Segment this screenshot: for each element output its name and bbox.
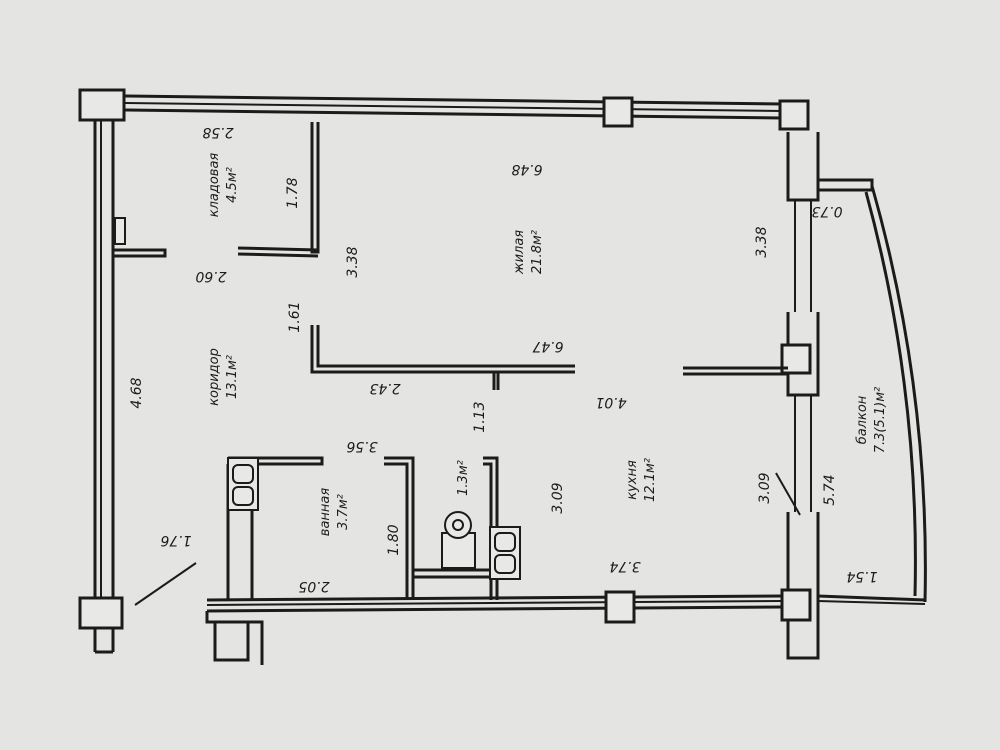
dimension-2-05: 2.05 [298, 578, 329, 594]
bath-sink-fixture [227, 457, 259, 511]
dimension-3-74: 3.74 [609, 558, 640, 574]
room-label-living: жилая 21.8м² [512, 230, 545, 275]
room-name-living: жилая [512, 230, 527, 275]
dimension-4-01: 4.01 [595, 394, 626, 410]
room-label-bathroom: ванная 3.7м² [318, 488, 351, 537]
room-area-kitchen: 12.1м² [643, 458, 658, 502]
room-label-corridor: коридор 13.1м² [207, 348, 240, 406]
kitchen-sink-fixture [489, 526, 521, 580]
dimension-3-09-window: 3.09 [757, 472, 773, 503]
dimension-3-09-kitchen: 3.09 [550, 482, 566, 513]
room-area-wc: 1.3м² [456, 460, 471, 496]
dimension-labels: 2.58 1.78 0.73 6.48 3.38 3.38 2.60 1.61 … [129, 124, 878, 594]
dimension-3-56: 3.56 [346, 438, 377, 454]
dimension-1-13: 1.13 [472, 401, 488, 432]
dimension-5-74: 5.74 [822, 474, 838, 505]
balcony-outline [817, 178, 927, 605]
room-name-balcony: балкон [855, 395, 870, 444]
room-name-corridor: коридор [207, 348, 222, 406]
room-label-kitchen: кухня 12.1м² [625, 458, 658, 502]
dimension-3-38-left: 3.38 [345, 246, 361, 277]
dimension-2-43: 2.43 [369, 380, 400, 396]
leader-line-1-76 [134, 562, 197, 606]
dimension-2-60: 2.60 [195, 268, 226, 284]
room-label-wc: 1.3м² [456, 460, 471, 496]
room-name-bathroom: ванная [318, 488, 333, 537]
dimension-6-47: 6.47 [532, 338, 563, 354]
dimension-4-68: 4.68 [129, 377, 145, 408]
room-area-storage: 4.5м² [225, 167, 240, 203]
room-label-balcony: балкон 7.3(5.1)м² [855, 387, 888, 454]
dimension-1-78: 1.78 [285, 177, 301, 208]
dimension-6-48: 6.48 [511, 161, 542, 177]
dimension-0-73: 0.73 [811, 203, 842, 219]
room-name-kitchen: кухня [625, 460, 640, 500]
dimension-1-61: 1.61 [287, 301, 303, 332]
structural-columns [78, 88, 812, 630]
room-area-living: 21.8м² [530, 230, 545, 274]
room-area-balcony: 7.3(5.1)м² [873, 387, 888, 454]
room-area-bathroom: 3.7м² [336, 494, 351, 530]
dimension-2-58: 2.58 [202, 124, 233, 140]
dimension-1-76: 1.76 [160, 532, 191, 548]
dimension-3-38-right: 3.38 [754, 226, 770, 257]
exterior-walls [93, 94, 820, 665]
room-label-storage: кладовая 4.5м² [207, 153, 240, 218]
room-area-corridor: 13.1м² [225, 355, 240, 399]
room-name-storage: кладовая [207, 153, 222, 218]
dimension-1-54: 1.54 [846, 568, 877, 584]
dimension-1-80: 1.80 [386, 524, 402, 555]
leader-line-3-09 [775, 472, 801, 516]
toilet-fixture [441, 511, 476, 569]
